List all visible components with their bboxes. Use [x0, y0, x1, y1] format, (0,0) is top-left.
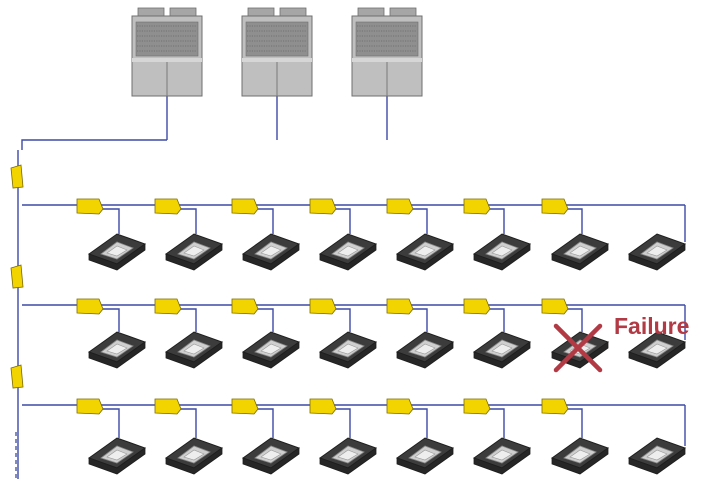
ceiling-cassette-indoor-unit-icon — [627, 437, 687, 475]
pipe-segment — [103, 308, 120, 332]
pipe-segment — [181, 408, 197, 438]
ceiling-cassette-indoor-unit-icon — [87, 437, 147, 475]
branch-joint-icon — [231, 298, 259, 315]
indoor-units — [87, 233, 687, 475]
pipe-segment — [336, 408, 351, 438]
ceiling-cassette-indoor-unit-icon — [472, 331, 532, 369]
pipe-segment — [413, 308, 428, 332]
pipe-segment — [490, 208, 505, 234]
pipe-segment — [258, 408, 274, 438]
branch-joint-icon — [76, 398, 104, 415]
ceiling-cassette-indoor-unit-icon — [472, 233, 532, 271]
pipe-segment — [258, 308, 274, 332]
branch-joint-icon — [309, 398, 337, 415]
outdoor-unit-icon — [241, 7, 313, 97]
pipe-segment — [336, 208, 351, 234]
ceiling-cassette-indoor-unit-icon — [241, 233, 301, 271]
branch-joint-icon — [463, 298, 491, 315]
branch-joint-icon — [386, 398, 414, 415]
branch-joint-icon — [386, 298, 414, 315]
ceiling-cassette-indoor-unit-icon — [241, 331, 301, 369]
outdoor-unit-icon — [351, 7, 423, 97]
ceiling-cassette-indoor-unit-icon — [87, 331, 147, 369]
branch-joint-icon — [541, 298, 569, 315]
pipe-segment — [336, 308, 351, 332]
branch-joint-icon — [309, 298, 337, 315]
ceiling-cassette-indoor-unit-icon — [627, 331, 687, 369]
ceiling-cassette-indoor-unit-icon — [472, 437, 532, 475]
ceiling-cassette-indoor-unit-icon — [87, 233, 147, 271]
outdoor-units — [131, 7, 423, 97]
branch-joint-icon — [76, 298, 104, 315]
ceiling-cassette-indoor-unit-icon — [550, 233, 610, 271]
ceiling-cassette-indoor-unit-icon — [318, 437, 378, 475]
ceiling-cassette-indoor-unit-icon — [550, 437, 610, 475]
pipe-segment — [413, 408, 428, 438]
branch-joint-icon — [386, 198, 414, 215]
branch-joint-icon — [231, 398, 259, 415]
pipe-segment — [103, 208, 120, 234]
ceiling-cassette-indoor-unit-icon — [318, 331, 378, 369]
ceiling-cassette-indoor-unit-icon — [395, 233, 455, 271]
x-mark-icon — [553, 323, 603, 373]
pipe-segment — [181, 308, 197, 332]
ceiling-cassette-indoor-unit-icon — [395, 437, 455, 475]
branch-joint-icon — [463, 198, 491, 215]
branch-joint-icon — [10, 164, 24, 189]
branch-joint-icon — [10, 264, 24, 289]
pipe-segment — [568, 208, 583, 234]
pipe-segment — [21, 139, 167, 150]
pipe-segment — [413, 208, 428, 234]
pipe-segment — [181, 208, 197, 234]
ceiling-cassette-indoor-unit-icon — [318, 233, 378, 271]
branch-joint-icon — [76, 198, 104, 215]
ceiling-cassette-indoor-unit-icon — [164, 233, 224, 271]
branch-joint-icon — [231, 198, 259, 215]
pipe-segment — [103, 408, 120, 438]
branch-joint-icon — [309, 198, 337, 215]
branch-kits — [10, 164, 569, 415]
pipe-segment — [568, 408, 583, 438]
branch-joint-icon — [154, 198, 182, 215]
refrigerant-pipes — [15, 96, 686, 479]
pipe-segment — [490, 408, 505, 438]
branch-joint-icon — [10, 364, 24, 389]
ceiling-cassette-indoor-unit-icon — [241, 437, 301, 475]
failure-marker — [553, 323, 603, 373]
branch-joint-icon — [154, 398, 182, 415]
ceiling-cassette-indoor-unit-icon — [164, 437, 224, 475]
branch-joint-icon — [463, 398, 491, 415]
branch-joint-icon — [541, 398, 569, 415]
outdoor-unit-icon — [131, 7, 203, 97]
ceiling-cassette-indoor-unit-icon — [395, 331, 455, 369]
ceiling-cassette-indoor-unit-icon — [164, 331, 224, 369]
branch-joint-icon — [154, 298, 182, 315]
pipe-segment — [490, 308, 505, 332]
pipe-segment — [258, 208, 274, 234]
ceiling-cassette-indoor-unit-icon — [627, 233, 687, 271]
branch-joint-icon — [541, 198, 569, 215]
pipe-segment — [568, 308, 583, 332]
